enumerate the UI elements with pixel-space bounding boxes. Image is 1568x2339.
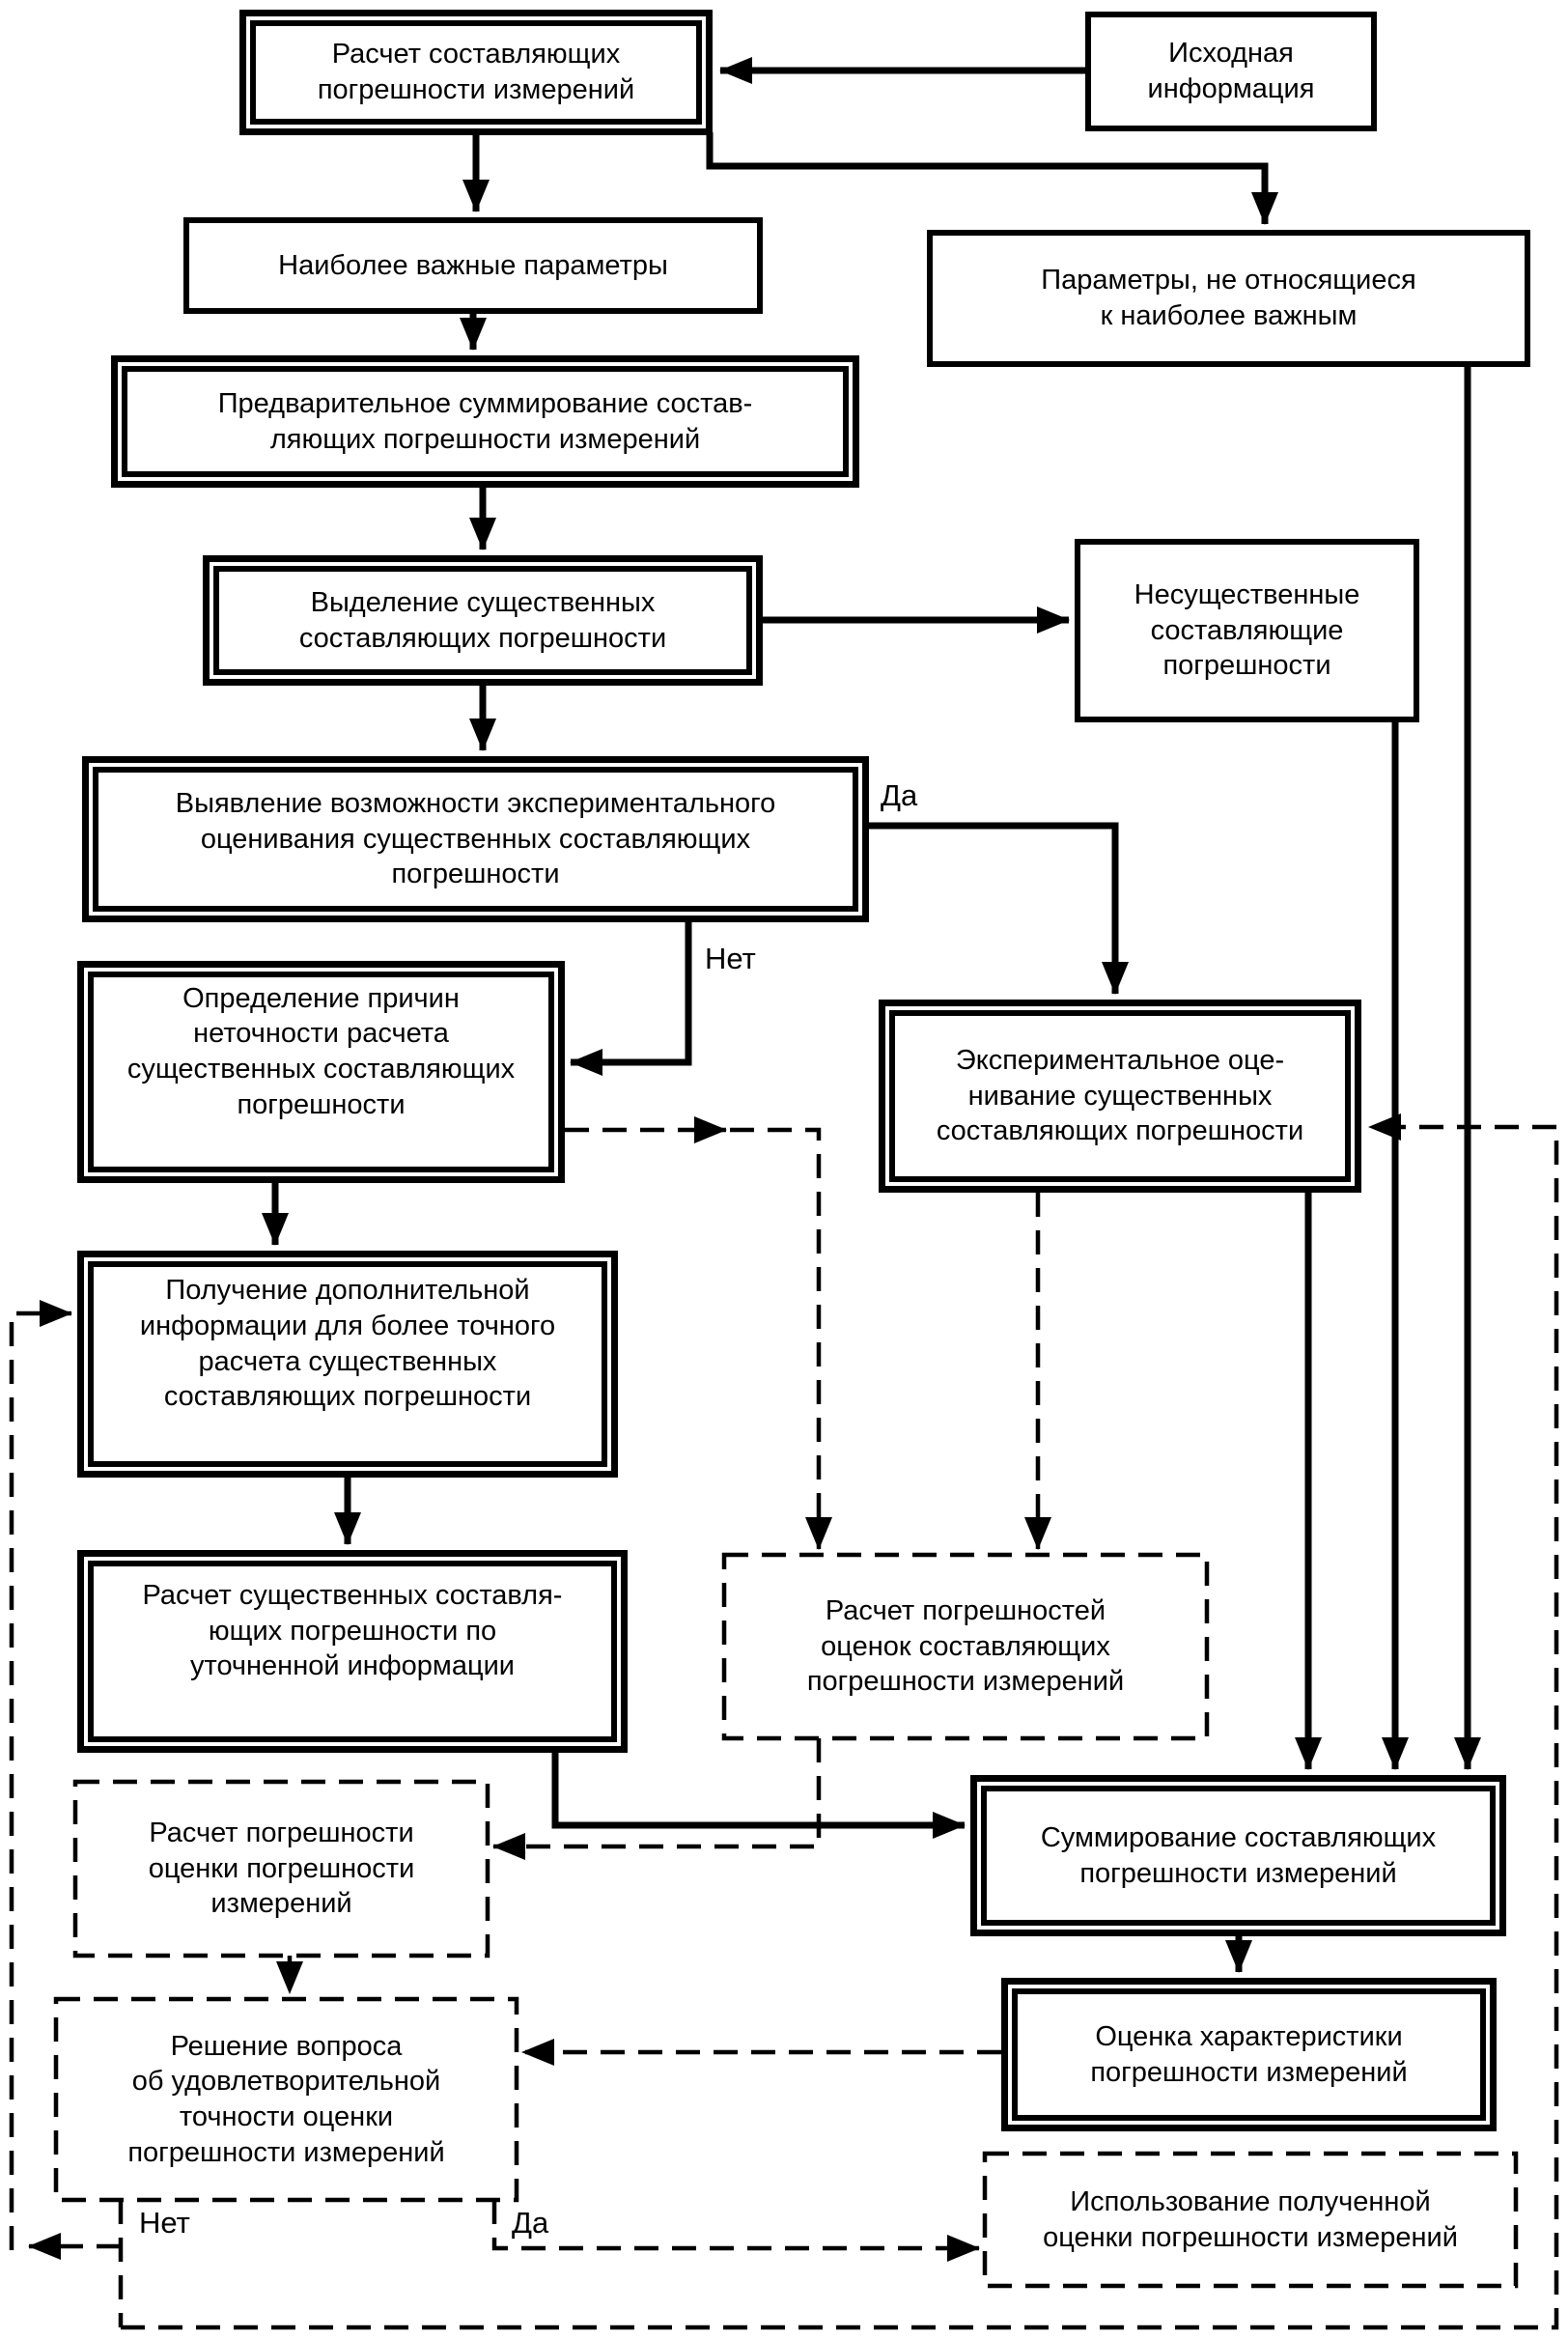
edge-ident-no-to-causes <box>570 920 692 1076</box>
edge-decision-yes-to-use <box>491 2200 980 2262</box>
edge-calc-to-notimportant <box>706 132 1278 225</box>
node-exp: Экспериментальное оце- нивание существен… <box>879 1000 1361 1193</box>
node-recalc: Расчет существенных составля- ющих погре… <box>77 1550 628 1753</box>
node-decision-label: Решение вопроса об удовлетворительной то… <box>127 2030 445 2168</box>
edge-recalc-to-sum <box>551 1751 966 1839</box>
node-important: Наиболее важные параметры <box>183 217 763 314</box>
node-ident: Выявление возможности экспериментального… <box>82 756 869 922</box>
node-eval: Оценка характеристики погрешности измере… <box>1001 1978 1497 2131</box>
node-insign-label: Несущественные составляющие погрешности <box>1134 579 1360 682</box>
node-source-label: Исходная информация <box>1147 38 1315 104</box>
node-use: Использование полученной оценки погрешно… <box>985 2154 1516 2286</box>
node-recalc-label: Расчет существенных составля- ющих погре… <box>142 1580 563 1682</box>
node-esterr-label: Расчет погрешности оценки погрешности из… <box>148 1818 415 1920</box>
node-exp-label: Экспериментальное оце- нивание существен… <box>936 1045 1304 1147</box>
edge-calcerr-to-esterr <box>492 1738 822 1860</box>
node-source: Исходная информация <box>1085 12 1377 131</box>
edge-label-yes-bottom: Да <box>512 2206 549 2240</box>
node-notimportant: Параметры, не относящиеся к наиболее важ… <box>927 230 1530 367</box>
node-insign: Несущественные составляющие погрешности <box>1075 539 1419 722</box>
node-select-label: Выделение существенных составляющих погр… <box>298 586 667 654</box>
node-important-label: Наиболее важные параметры <box>278 249 668 281</box>
node-presum: Предварительное суммирование состав- ляю… <box>111 355 859 488</box>
node-sum: Суммирование составляющих погрешности из… <box>970 1775 1506 1936</box>
node-eval-label: Оценка характеристики погрешности измере… <box>1090 2020 1408 2088</box>
edge-causes-to-calcerr <box>730 1127 832 1550</box>
edge-ident-yes-to-exp <box>867 822 1129 995</box>
node-causes-label: Определение причин неточности расчета су… <box>126 982 516 1120</box>
node-notimportant-label: Параметры, не относящиеся к наиболее важ… <box>1041 265 1416 331</box>
node-calcerr: Расчет погрешностей оценок составляющих … <box>724 1555 1207 1738</box>
node-calc: Расчет составляющих погрешности измерени… <box>239 10 713 135</box>
node-select: Выделение существенных составляющих погр… <box>203 555 763 686</box>
node-decision: Решение вопроса об удовлетворительной то… <box>56 1999 517 2200</box>
edge-no-to-exp-loop <box>121 1113 1559 2330</box>
edge-left-loop-to-addinfo <box>9 1300 72 2250</box>
node-presum-label: Предварительное суммирование состав- ляю… <box>217 387 753 455</box>
node-addinfo: Получение дополнительной информации для … <box>77 1251 618 1478</box>
node-calc-label: Расчет составляющих погрешности измерени… <box>317 39 635 105</box>
node-addinfo-label: Получение дополнительной информации для … <box>139 1275 556 1413</box>
node-sum-label: Суммирование составляющих погрешности из… <box>1040 1821 1437 1889</box>
node-ident-label: Выявление возможности экспериментального… <box>175 788 776 890</box>
edge-label-no-top: Нет <box>705 942 756 975</box>
node-calcerr-label: Расчет погрешностей оценок составляющих … <box>806 1595 1125 1698</box>
edge-label-yes-top: Да <box>881 778 918 812</box>
node-esterr: Расчет погрешности оценки погрешности из… <box>75 1782 488 1956</box>
edge-label-no-bottom: Нет <box>139 2206 190 2240</box>
node-causes: Определение причин неточности расчета су… <box>77 961 565 1183</box>
node-use-label: Использование полученной оценки погрешно… <box>1043 2185 1458 2253</box>
